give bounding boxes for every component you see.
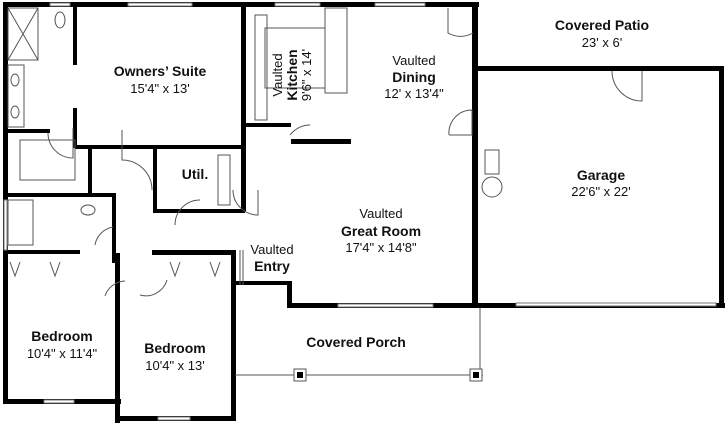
room-name: Bedroom: [144, 340, 205, 356]
room-prefix: Vaulted: [359, 206, 402, 221]
room-name: Util.: [182, 166, 208, 182]
room-dining: Vaulted Dining 12' x 13'4": [384, 53, 444, 101]
room-entry: Vaulted Entry: [250, 242, 293, 274]
room-name: Garage: [577, 167, 625, 183]
room-owners-suite: Owners’ Suite 15'4" x 13': [114, 63, 207, 96]
room-name: Great Room: [341, 223, 421, 239]
room-garage: Garage 22'6" x 22': [571, 167, 630, 199]
room-great-room: Vaulted Great Room 17'4" x 14'8": [341, 206, 421, 255]
windows: [3, 2, 717, 421]
room-name: Dining: [392, 69, 436, 85]
room-prefix: Vaulted: [270, 53, 285, 96]
room-size: 17'4" x 14'8": [345, 240, 417, 255]
room-name: Covered Porch: [306, 334, 406, 350]
room-name: Bedroom: [31, 328, 92, 344]
room-prefix: Vaulted: [392, 53, 435, 68]
room-patio: Covered Patio 23' x 6': [555, 17, 649, 50]
room-size: 22'6" x 22': [571, 184, 630, 199]
room-util: Util.: [182, 166, 208, 182]
room-prefix: Vaulted: [250, 242, 293, 257]
room-size: 10'4" x 13': [145, 358, 204, 373]
doors: [47, 8, 643, 297]
room-size: 12' x 13'4": [384, 86, 444, 101]
room-size: 10'4" x 11'4": [27, 346, 98, 361]
room-name: Kitchen: [284, 49, 300, 100]
porch-posts: [293, 368, 483, 382]
fixtures: [7, 7, 503, 376]
room-name: Owners’ Suite: [114, 63, 207, 79]
room-name: Covered Patio: [555, 17, 649, 33]
room-bedroom-2: Bedroom 10'4" x 13': [144, 340, 205, 373]
room-name: Entry: [254, 258, 290, 274]
room-size: 9'6" x 14': [299, 49, 314, 101]
room-kitchen: Vaulted Kitchen 9'6" x 14': [270, 49, 314, 101]
room-bedroom-1: Bedroom 10'4" x 11'4": [27, 328, 98, 361]
room-porch: Covered Porch: [306, 334, 406, 350]
room-size: 15'4" x 13': [130, 81, 189, 96]
room-size: 23' x 6': [582, 35, 622, 50]
